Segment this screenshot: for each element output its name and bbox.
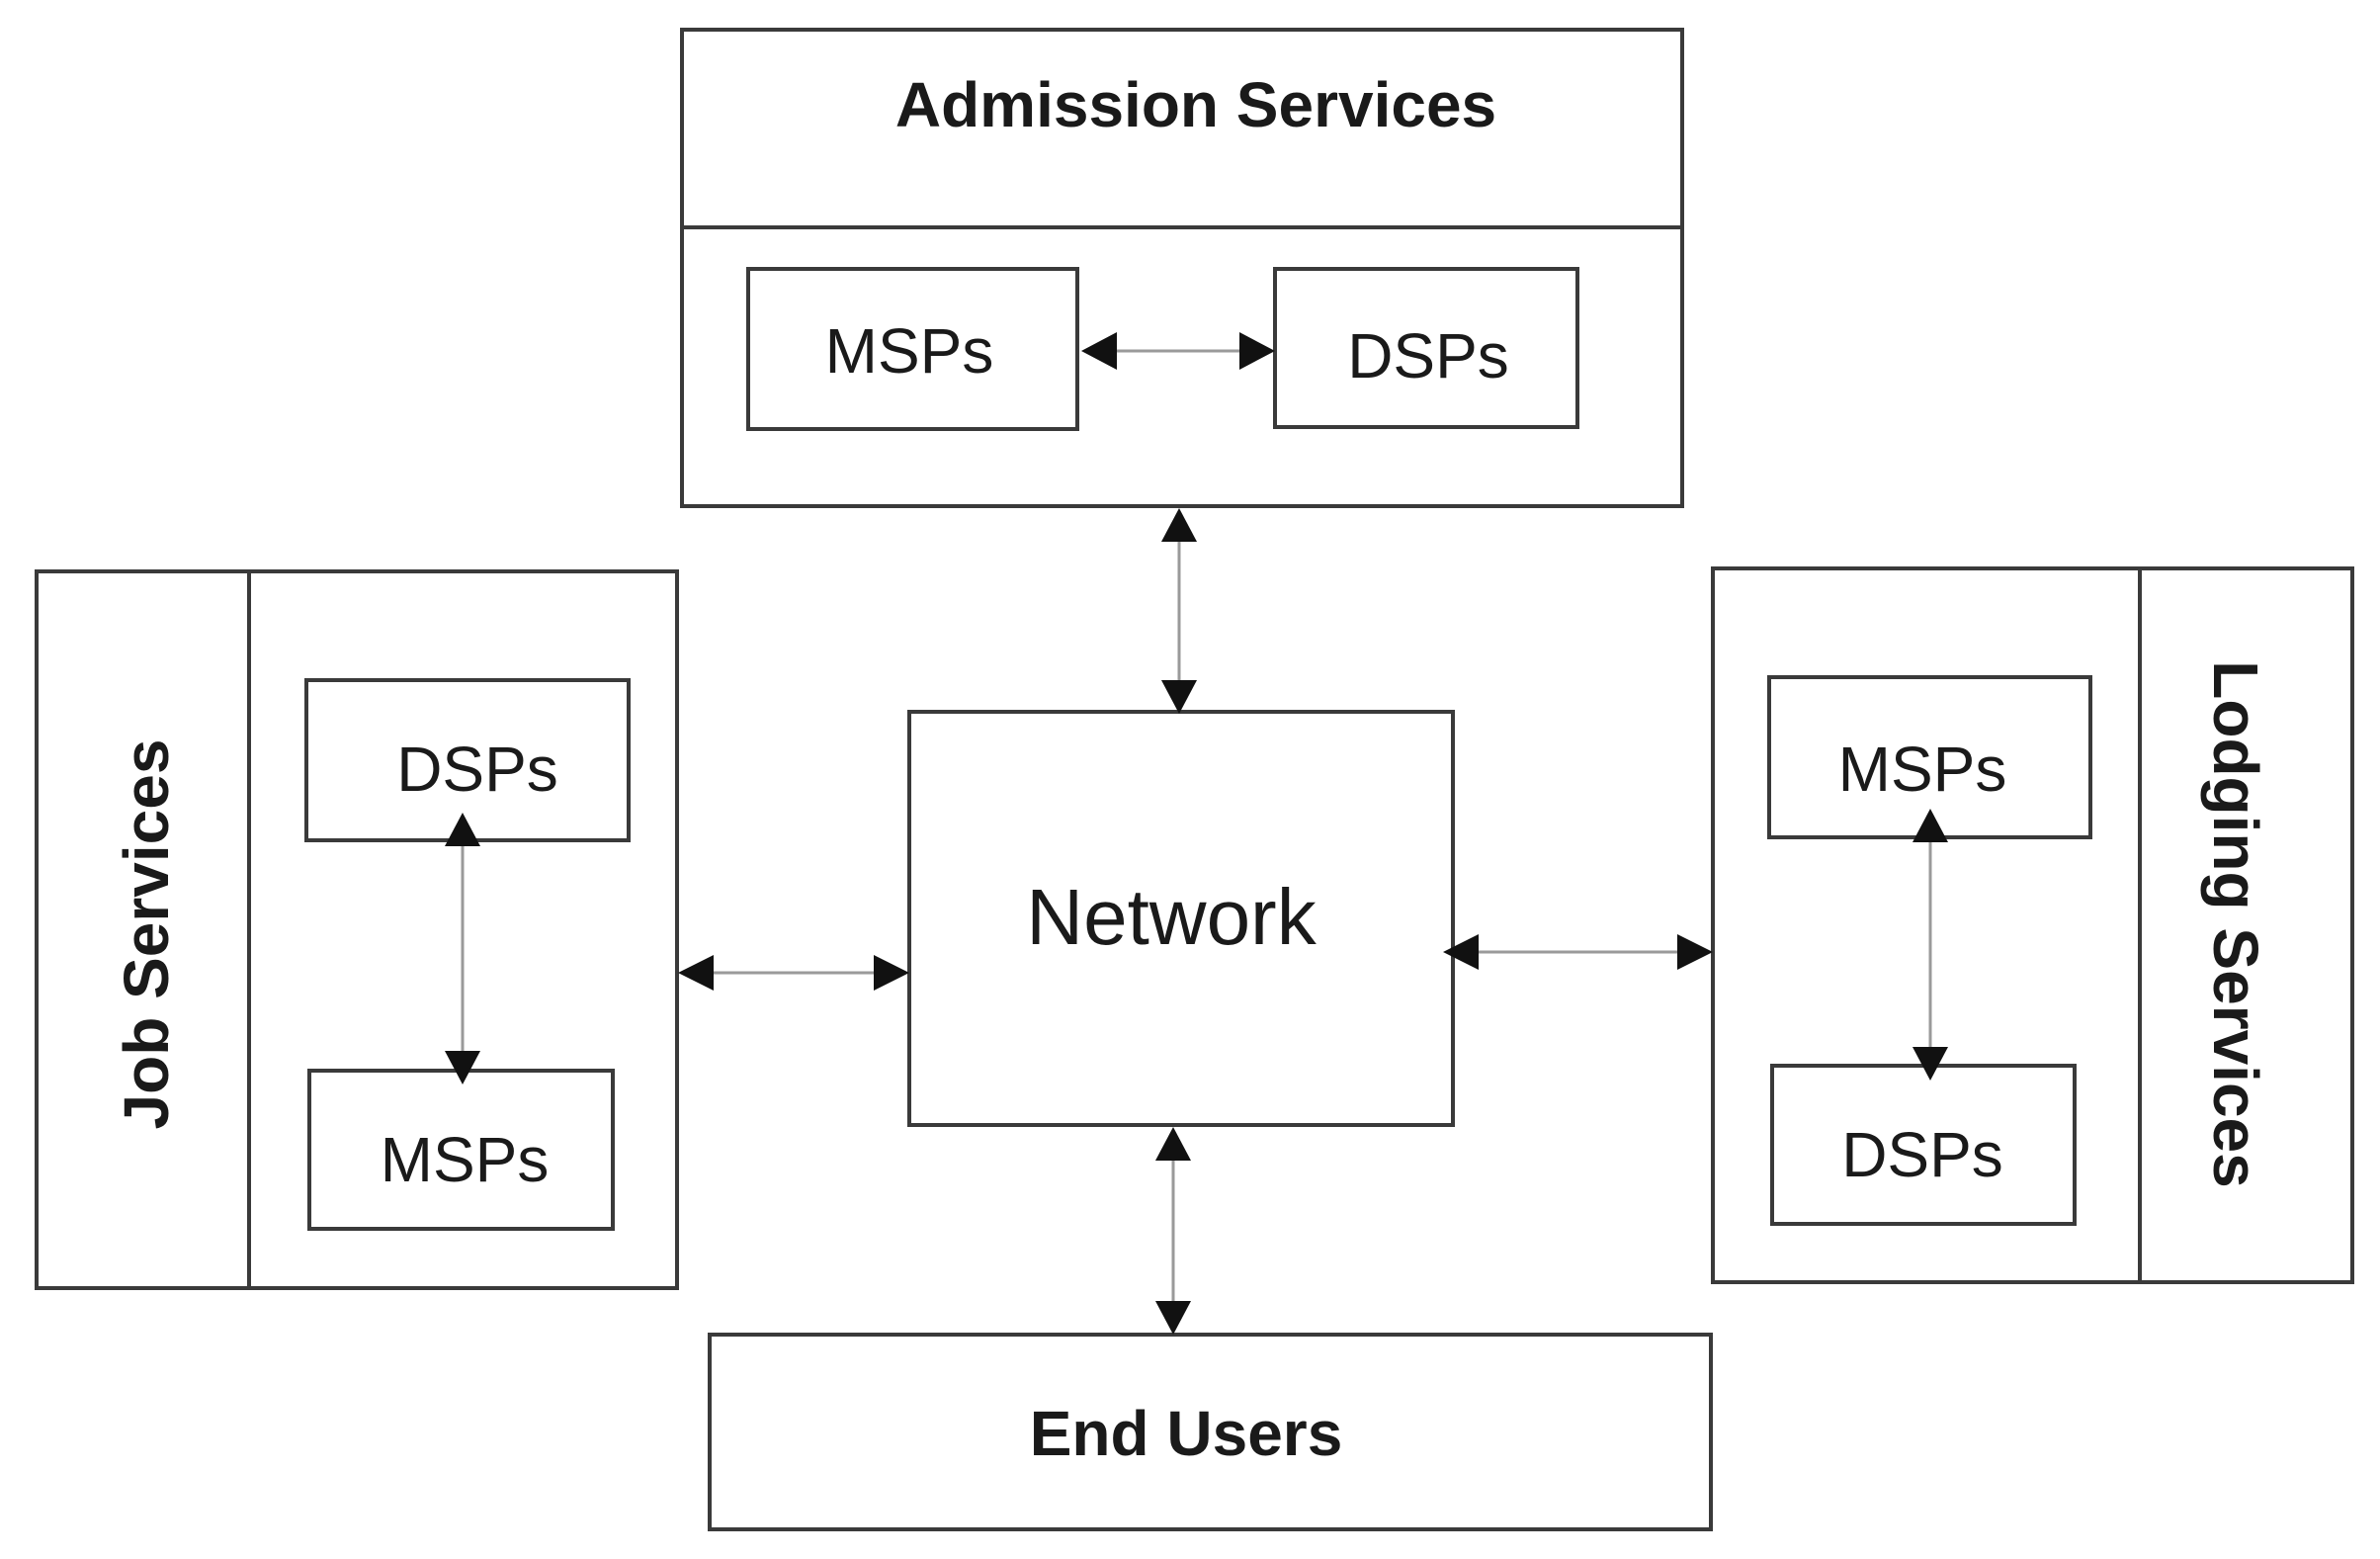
admission-arrowhead-left (1081, 332, 1117, 370)
admission-dsps-label: DSPs (1347, 320, 1509, 391)
admission-services-block: Admission Services MSPs DSPs (680, 28, 1684, 508)
network-block: Network (907, 710, 1455, 1127)
arrowhead-network-top (1161, 680, 1197, 714)
arrowhead-network-bottom (1155, 1127, 1191, 1161)
job-arrowhead-up (445, 813, 480, 846)
job-arrowhead-down (445, 1051, 480, 1084)
lodging-arrowhead-down (1912, 1047, 1948, 1081)
admission-msps-box (746, 267, 1079, 431)
lodging-dsps-box (1770, 1064, 2077, 1226)
arrowhead-job-side (678, 955, 714, 991)
arrowhead-admission-up (1161, 508, 1197, 542)
arrowhead-network-left (874, 955, 909, 991)
job-services-block: Job Services DSPs MSPs (35, 569, 679, 1290)
lodging-dsps-label: DSPs (1841, 1119, 2003, 1190)
job-msps-label: MSPs (381, 1124, 550, 1195)
network-connectors (678, 508, 1713, 1335)
network-box (907, 710, 1455, 1127)
arrowhead-network-right (1443, 934, 1479, 970)
admission-arrowhead-right (1239, 332, 1275, 370)
admission-msps-label: MSPs (825, 315, 994, 387)
arrowhead-endusers-top (1155, 1301, 1191, 1335)
network-label: Network (1026, 873, 1317, 961)
job-dsps-box (304, 678, 631, 842)
admission-services-title: Admission Services (895, 69, 1496, 140)
job-services-title: Job Services (111, 739, 182, 1130)
lodging-arrowhead-up (1912, 809, 1948, 842)
end-users-box (708, 1333, 1713, 1531)
end-users-label: End Users (1030, 1398, 1343, 1469)
job-dsps-label: DSPs (396, 734, 558, 805)
end-users-block: End Users (708, 1333, 1713, 1531)
lodging-services-title: Lodging Services (2200, 660, 2271, 1187)
lodging-services-block: Lodging Services MSPs DSPs (1711, 566, 2354, 1284)
arrowhead-lodging-side (1677, 934, 1713, 970)
admission-dsps-box (1273, 267, 1579, 429)
lodging-msps-label: MSPs (1838, 734, 2007, 805)
